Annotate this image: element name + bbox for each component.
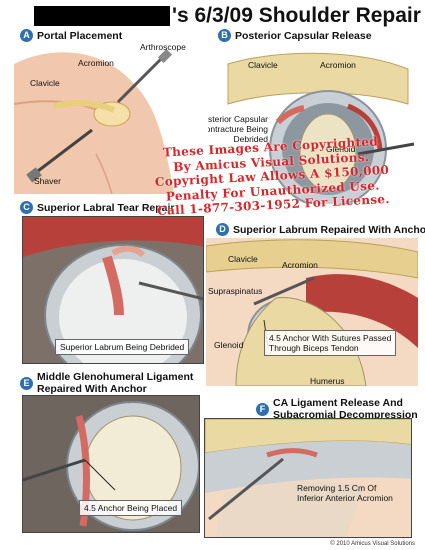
panel-b-label: B Posterior Capsular Release: [218, 29, 372, 42]
callout-e-anchor: 4.5 Anchor Being Placed: [79, 500, 183, 516]
panel-a-title: Portal Placement: [37, 29, 123, 42]
callout-b-glenoid: Glenoid: [326, 144, 356, 154]
callout-d-glenoid: Glenoid: [214, 340, 244, 350]
callout-b-acromion: Acromion: [320, 60, 356, 70]
panel-c-title: Superior Labral Tear Repair: [37, 201, 175, 214]
panel-a-badge: A: [20, 29, 33, 42]
panel-d-title: Superior Labrum Repaired With Anchor: [233, 223, 425, 236]
callout-clavicle: Clavicle: [30, 78, 60, 88]
copyright-footer: © 2010 Amicus Visual Solutions: [330, 541, 415, 547]
callout-shaver: Shaver: [34, 176, 61, 186]
panel-a-illustration: Arthroscope Acromion Clavicle Shaver: [14, 44, 210, 194]
panel-b-illustration: Clavicle Acromion Posterior Capsular Con…: [208, 44, 415, 204]
callout-acromion: Acromion: [78, 58, 114, 68]
panel-c-illustration: Superior Labrum Being Debrided: [22, 216, 204, 364]
callout-d-clavicle: Clavicle: [228, 254, 258, 264]
callout-d-acromion: Acromion: [282, 260, 318, 270]
callout-f-removing: Removing 1.5 Cm Of Inferior Anterior Acr…: [297, 483, 393, 503]
callout-b-capsule: Posterior Capsular Contracture Being Deb…: [208, 114, 268, 144]
redacted-name-bar: [34, 6, 170, 26]
title-text: 's 6/3/09 Shoulder Repair: [172, 4, 421, 27]
panel-d-label: D Superior Labrum Repaired With Anchor: [216, 223, 425, 236]
callout-d-humerus: Humerus: [310, 376, 345, 386]
panel-f-illustration: Removing 1.5 Cm Of Inferior Anterior Acr…: [204, 418, 412, 538]
panel-d-badge: D: [216, 223, 229, 236]
labral-tear-illustration: [23, 217, 203, 363]
page-title: 's 6/3/09 Shoulder Repair: [0, 2, 425, 28]
panel-f-badge: F: [256, 402, 269, 416]
callout-d-supraspinatus: Supraspinatus: [208, 286, 263, 296]
shoulder-skin-illustration: [14, 44, 210, 194]
callout-b-clavicle: Clavicle: [248, 60, 278, 70]
panel-c-label: C Superior Labral Tear Repair: [20, 201, 175, 214]
callout-arthroscope: Arthroscope: [140, 44, 186, 52]
posterior-capsule-illustration: [208, 44, 415, 204]
panel-a-label: A Portal Placement: [20, 29, 122, 42]
panel-e-title: Middle Glenohumeral Ligament Repaired Wi…: [37, 371, 194, 395]
panel-b-title: Posterior Capsular Release: [235, 29, 372, 42]
callout-d-anchor: 4.5 Anchor With Sutures Passed Through B…: [264, 330, 397, 356]
panel-c-badge: C: [20, 201, 33, 214]
panel-e-label: E Middle Glenohumeral Ligament Repaired …: [20, 371, 193, 395]
panel-e-badge: E: [20, 376, 33, 390]
panel-b-badge: B: [218, 29, 231, 42]
callout-c-debrided: Superior Labrum Being Debrided: [55, 339, 190, 355]
panel-e-illustration: 4.5 Anchor Being Placed: [22, 395, 200, 533]
acromion-decompression-illustration: [205, 419, 411, 537]
panel-d-illustration: Clavicle Acromion Supraspinatus Glenoid …: [206, 238, 418, 386]
